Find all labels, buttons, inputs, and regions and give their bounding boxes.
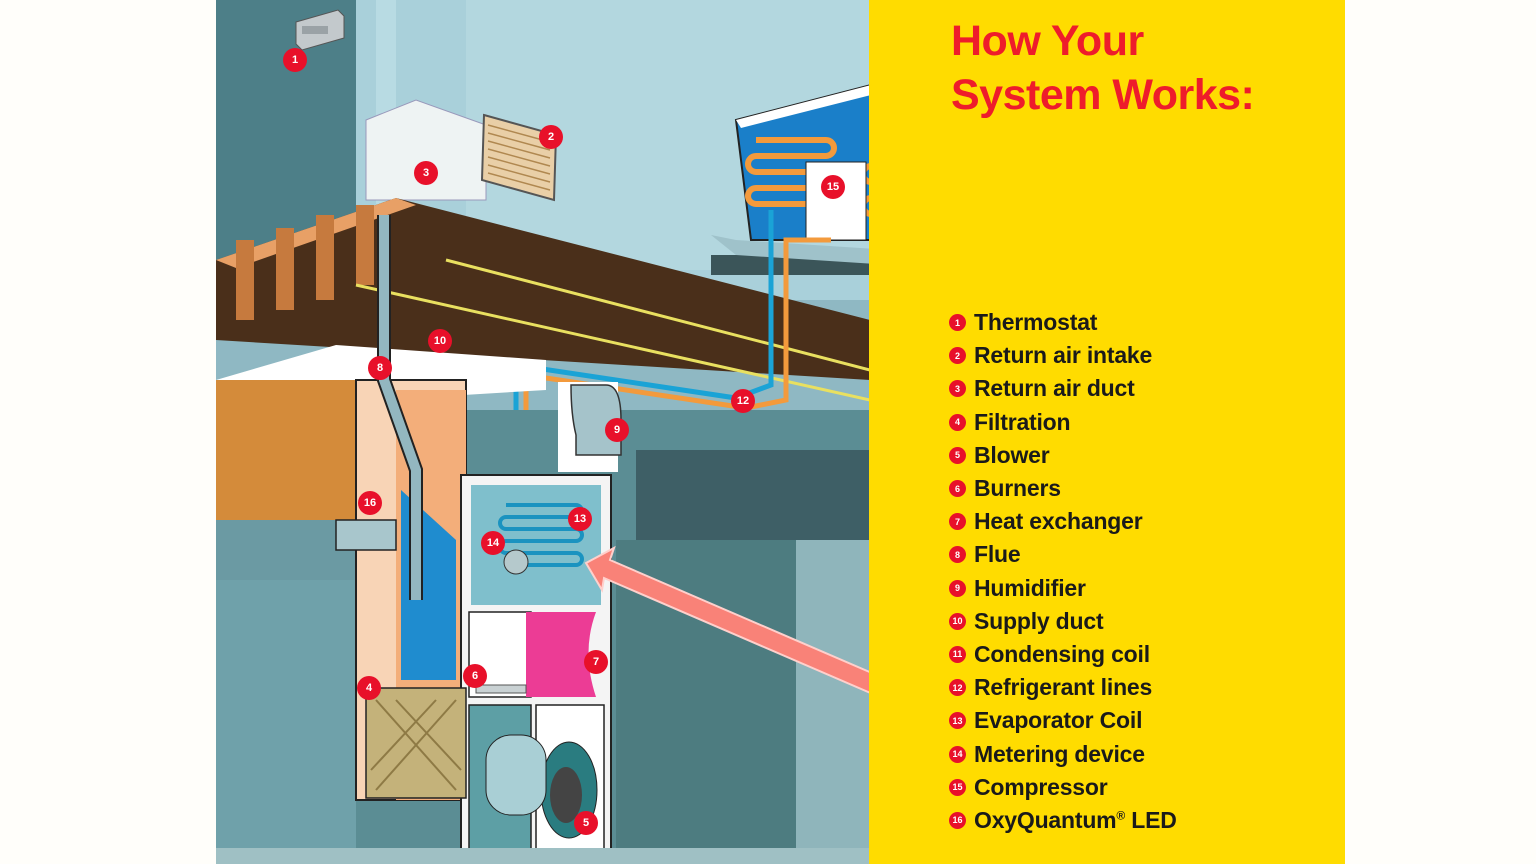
legend-label: Metering device [974, 740, 1145, 767]
legend-badge: 10 [949, 612, 966, 630]
legend-label: Blower [974, 441, 1050, 468]
legend-item: 12 Refrigerant lines [949, 671, 1177, 704]
registered-mark: ® [1116, 808, 1126, 823]
legend-item: 15 Compressor [949, 771, 1177, 804]
legend-label: Humidifier [974, 574, 1086, 601]
legend-label: Return air intake [974, 342, 1153, 369]
legend-item: 4 Filtration [949, 406, 1177, 439]
title-line-2: System Works: [951, 71, 1255, 119]
title-line-1: How Your [951, 17, 1144, 65]
filter [365, 687, 467, 799]
marker-16: 16 [358, 491, 382, 515]
flue-pipe [379, 215, 421, 600]
legend-item: 6 Burners [949, 472, 1177, 505]
legend-badge: 3 [949, 380, 966, 398]
hvac-cutaway-drawing [216, 0, 870, 864]
legend-badge: 11 [949, 645, 966, 663]
legend-label: Refrigerant lines [974, 674, 1153, 701]
marker-7: 7 [584, 650, 608, 674]
legend-item: 7 Heat exchanger [949, 505, 1177, 538]
legend-label-main: OxyQuantum [974, 806, 1117, 833]
legend-label: Supply duct [974, 607, 1104, 634]
legend-item: 10 Supply duct [949, 605, 1177, 638]
legend-badge: 1 [949, 314, 966, 332]
legend-label: Evaporator Coil [974, 707, 1143, 734]
legend-item: 1 Thermostat [949, 306, 1177, 339]
marker-5: 5 [574, 811, 598, 835]
marker-4: 4 [357, 676, 381, 700]
legend-item: 9 Humidifier [949, 572, 1177, 605]
legend-label: Flue [974, 541, 1021, 568]
marker-8: 8 [368, 356, 392, 380]
legend-badge: 2 [949, 347, 966, 365]
legend-badge: 9 [949, 579, 966, 597]
legend-label: Filtration [974, 408, 1071, 435]
marker-3: 3 [414, 161, 438, 185]
hvac-illustration: 1 2 3 4 5 6 7 8 9 10 11 12 13 14 15 16 [216, 0, 870, 864]
marker-6: 6 [463, 664, 487, 688]
legend-badge: 6 [949, 480, 966, 498]
legend-label: Heat exchanger [974, 508, 1143, 535]
legend-badge: 4 [949, 413, 966, 431]
legend-label: Compressor [974, 773, 1108, 800]
legend-badge: 14 [949, 745, 966, 763]
legend-badge: 13 [949, 712, 966, 730]
legend-badge: 16 [949, 811, 966, 829]
legend-badge: 15 [949, 778, 966, 796]
legend-item: 3 Return air duct [949, 372, 1177, 405]
arrow-shape [584, 545, 870, 694]
legend-list: 1 Thermostat 2 Return air intake 3 Return a… [949, 306, 1177, 837]
legend-badge: 5 [949, 446, 966, 464]
legend-label: Thermostat [974, 309, 1098, 336]
legend-item: 11 Condensing coil [949, 638, 1177, 671]
condensing-unit [734, 84, 870, 241]
marker-9: 9 [605, 418, 629, 442]
marker-14: 14 [481, 531, 505, 555]
legend-label-tail: LED [1125, 806, 1177, 833]
legend-label: OxyQuantum® LED [974, 807, 1177, 834]
oxyquantum-sensor [335, 519, 397, 551]
legend-item: 8 Flue [949, 538, 1177, 571]
thermostat [295, 9, 345, 51]
marker-1: 1 [283, 48, 307, 72]
legend-badge: 8 [949, 546, 966, 564]
lower-joists [216, 380, 356, 520]
marker-10: 10 [428, 329, 452, 353]
legend-item: 2 Return air intake [949, 339, 1177, 372]
legend-label: Burners [974, 475, 1061, 502]
marker-2: 2 [539, 125, 563, 149]
legend-label: Return air duct [974, 375, 1135, 402]
annotation-arrow [584, 545, 870, 694]
panel-title: How Your System Works: [951, 14, 1255, 122]
marker-13: 13 [568, 507, 592, 531]
legend-item: 14 Metering device [949, 737, 1177, 770]
legend-badge: 7 [949, 513, 966, 531]
legend-item: 13 Evaporator Coil [949, 704, 1177, 737]
marker-12: 12 [731, 389, 755, 413]
marker-15: 15 [821, 175, 845, 199]
legend-item: 16 OxyQuantum® LED [949, 804, 1177, 837]
legend-label: Condensing coil [974, 640, 1150, 667]
legend-badge: 12 [949, 679, 966, 697]
legend-item: 5 Blower [949, 439, 1177, 472]
